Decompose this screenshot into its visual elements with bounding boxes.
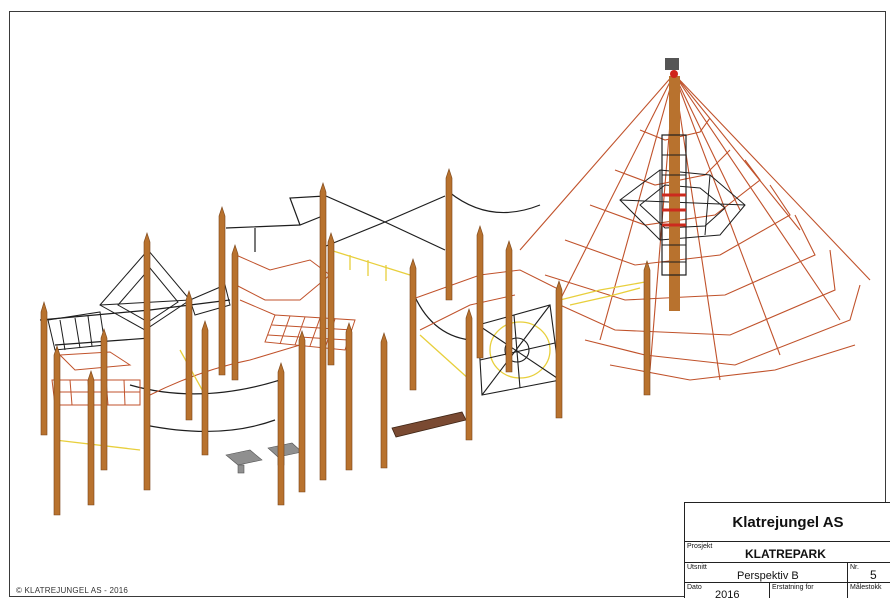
spider-web-frame: [477, 304, 561, 396]
title-block: Klatrejungel AS Prosjekt KLATREPARK Utsn…: [684, 502, 890, 598]
view-row: Utsnitt Perspektiv B Nr. 5: [685, 563, 890, 583]
copyright-notice: © KLATREJUNGEL AS - 2016: [16, 586, 129, 595]
wooden-posts: [40, 168, 651, 516]
pyramid-spider-net: [519, 73, 871, 381]
project-name: KLATREPARK: [745, 547, 826, 561]
date-label: Dato: [687, 584, 702, 591]
middle-red-nets: [51, 254, 561, 406]
nr-cell: Nr. 5: [847, 563, 890, 583]
project-row: Prosjekt KLATREPARK: [685, 542, 890, 563]
balance-plank: [391, 411, 467, 438]
scale-label: Målestokk: [850, 584, 882, 591]
stepping-stones: [225, 442, 303, 474]
company-name: Klatrejungel AS: [685, 503, 890, 542]
view-label: Utsnitt: [687, 564, 707, 571]
nr-label: Nr.: [850, 564, 859, 571]
replaces-cell: Erstatning for: [769, 583, 847, 598]
sheet-border: [9, 11, 886, 597]
pyramid-central-mast: [661, 58, 687, 311]
project-label: Prosjekt: [687, 543, 713, 550]
view-name: Perspektiv B: [737, 570, 799, 582]
nr-value: 5: [870, 568, 877, 582]
black-rope-lines: [39, 191, 541, 433]
replaces-label: Erstatning for: [772, 584, 814, 591]
yellow-rope-elements: [54, 249, 646, 451]
date-row: Dato 2016 Erstatning for Målestokk: [685, 583, 890, 598]
scale-cell: Målestokk: [847, 583, 890, 598]
date-value: 2016: [715, 589, 740, 598]
pyramid-inner-web: [619, 169, 746, 241]
